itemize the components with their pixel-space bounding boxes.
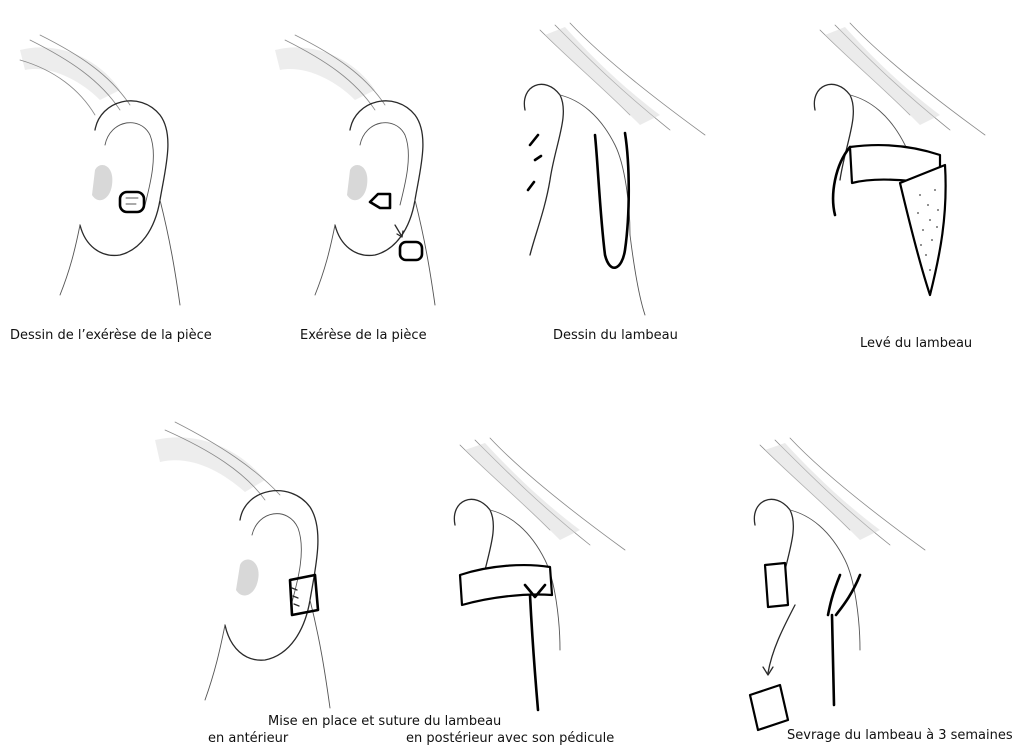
arrow-icon bbox=[768, 605, 795, 673]
flap-drawing-illustration bbox=[500, 15, 730, 315]
caption-excision-drawing: Dessin de l’exérèse de la pièce bbox=[10, 328, 212, 343]
posterior-suture-illustration bbox=[430, 435, 660, 715]
pedicle bbox=[530, 595, 538, 710]
caption-suture-title: Mise en place et suture du lambeau bbox=[268, 714, 501, 729]
flap-raised-illustration bbox=[780, 15, 1025, 315]
panel-flap-weaning bbox=[730, 435, 960, 745]
caption-suture-anterior: en antérieur bbox=[208, 731, 288, 746]
excision-defect bbox=[370, 194, 390, 208]
divided-pedicle bbox=[750, 685, 788, 730]
divided-flap bbox=[765, 563, 788, 607]
flap-weaning-illustration bbox=[730, 435, 960, 745]
ear-anterior-suture-illustration bbox=[140, 410, 380, 710]
ear-front-illustration bbox=[0, 20, 230, 310]
panel-excision-drawing bbox=[0, 20, 230, 310]
ear-excised-illustration bbox=[255, 20, 485, 310]
excised-piece bbox=[400, 242, 422, 260]
caption-flap-raised: Levé du lambeau bbox=[860, 336, 972, 351]
excision-mark bbox=[120, 192, 144, 212]
arrow-icon bbox=[395, 225, 401, 235]
inset-flap bbox=[460, 565, 552, 605]
panel-flap-raised bbox=[780, 15, 1025, 315]
panel-anterior-suture bbox=[140, 410, 380, 710]
caption-suture-posterior: en postérieur avec son pédicule bbox=[406, 731, 614, 746]
panel-posterior-suture bbox=[430, 435, 660, 715]
caption-flap-drawing: Dessin du lambeau bbox=[553, 328, 678, 343]
caption-excision: Exérèse de la pièce bbox=[300, 328, 427, 343]
panel-excision bbox=[255, 20, 485, 310]
panel-flap-drawing bbox=[500, 15, 730, 315]
caption-flap-weaning: Sevrage du lambeau à 3 semaines bbox=[787, 728, 1013, 743]
flap-outline bbox=[595, 133, 629, 268]
